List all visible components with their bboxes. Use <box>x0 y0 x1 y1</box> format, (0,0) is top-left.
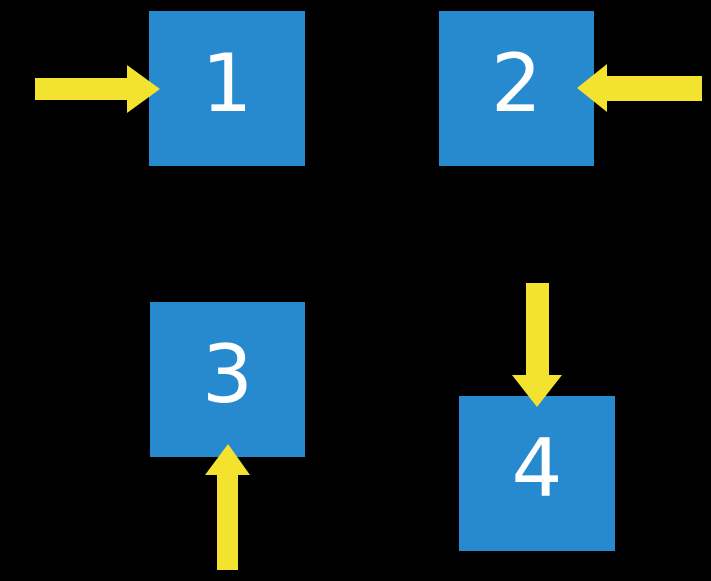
box-1-label: 1 <box>201 36 253 130</box>
box-4: 4 <box>459 396 615 551</box>
box-2-label: 2 <box>491 36 542 130</box>
arrow-left-icon <box>577 64 702 112</box>
arrow-right-icon <box>35 65 160 113</box>
box-4-label: 4 <box>511 421 563 515</box>
arrow-down-icon <box>512 283 562 407</box>
box-3: 3 <box>150 302 305 457</box>
box-2: 2 <box>439 11 594 166</box>
box-1: 1 <box>149 11 305 166</box>
arrow-up-icon <box>205 444 250 570</box>
box-3-label: 3 <box>202 327 253 421</box>
